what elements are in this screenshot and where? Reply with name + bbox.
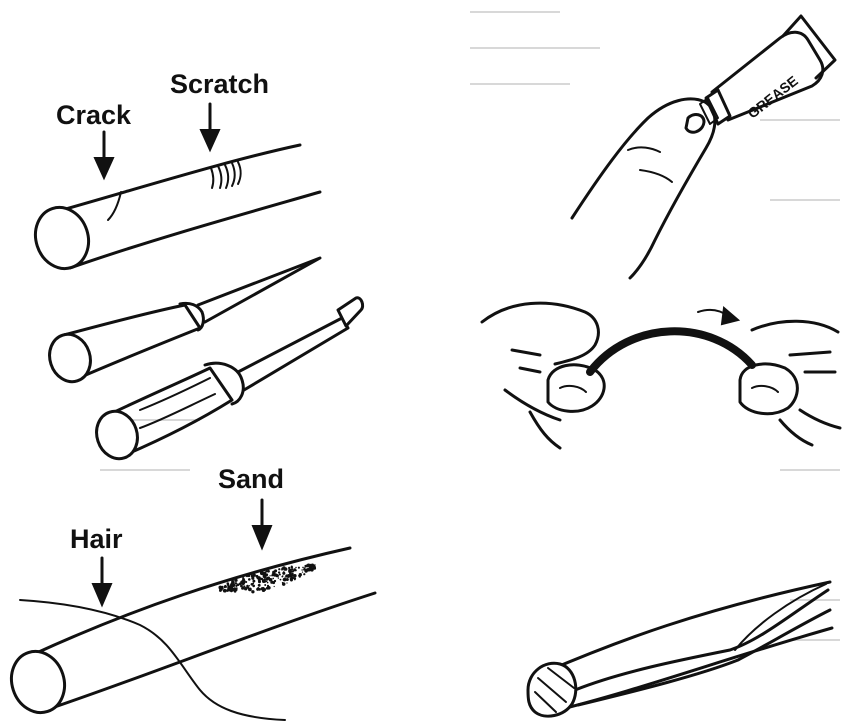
cord-body [545,582,832,712]
awl-icon [44,258,320,387]
bent-cord [590,331,752,372]
crack-scratch-panel: Crack Scratch [28,69,320,276]
left-thumb [548,365,604,412]
down-arrow-icon [93,558,111,605]
crack-label: Crack [56,100,132,130]
motion-arrow-icon [698,308,738,324]
split-cord-panel [528,582,832,716]
down-arrow-icon [201,104,219,150]
grease-panel: GREASE [572,16,835,278]
bend-panel [482,303,840,448]
hair-label: Hair [70,524,123,554]
scratch-label: Scratch [170,69,269,99]
hair-sand-panel: Sand Hair [4,464,375,720]
grease-tube-icon: GREASE [700,16,835,124]
right-thumb [740,364,797,414]
finger [572,99,715,278]
cord-end [4,644,73,719]
grease-dab [686,115,704,133]
sand-label: Sand [218,464,284,494]
down-arrow-icon [253,500,271,548]
tools-panel [44,258,363,464]
cord-end [28,200,97,275]
screwdriver-icon [91,298,363,464]
down-arrow-icon [95,132,113,178]
cord-body [32,548,375,712]
